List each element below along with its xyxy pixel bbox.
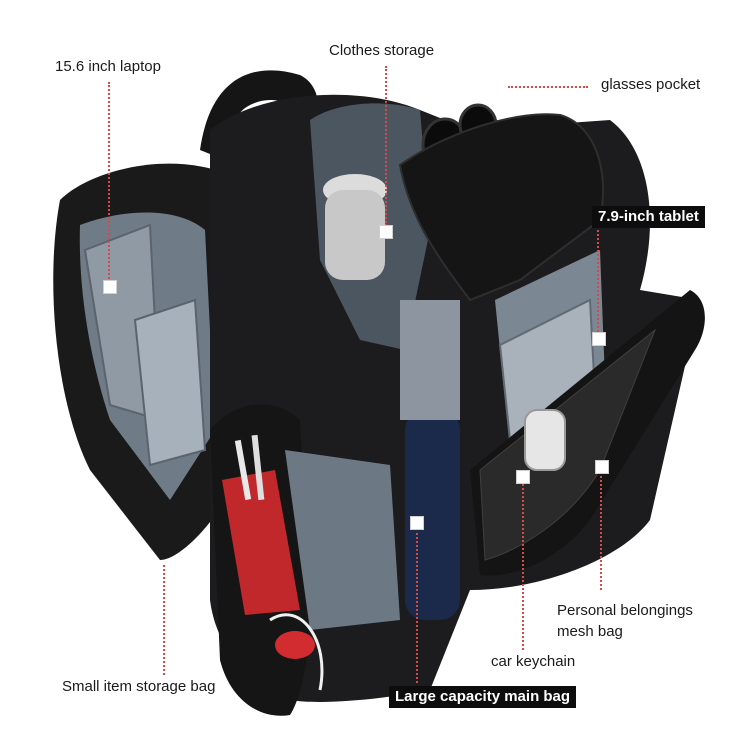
car-key: [524, 409, 566, 471]
leader-mesh: [600, 472, 602, 590]
label-mesh-line2: mesh bag: [557, 623, 623, 640]
label-keychain: car keychain: [491, 653, 576, 670]
bottle-body: [325, 190, 385, 280]
marker-main-bag: [410, 516, 424, 530]
top-handle: [200, 70, 318, 160]
leader-tablet: [597, 230, 599, 340]
laptop-screen: [133, 298, 207, 467]
label-small-bag: Small item storage bag: [62, 678, 216, 695]
label-tablet: 7.9-inch tablet: [592, 206, 705, 228]
leader-glasses: [508, 86, 588, 88]
leader-clothes: [385, 66, 387, 226]
leader-main-bag: [416, 528, 418, 683]
center-divider: [400, 300, 460, 420]
marker-laptop: [103, 280, 117, 294]
umbrella: [405, 410, 460, 620]
label-mesh-bag: Personal belongings mesh bag: [557, 600, 727, 642]
leader-keychain: [522, 480, 524, 650]
leader-laptop: [108, 82, 110, 282]
marker-clothes: [379, 225, 393, 239]
label-laptop: 15.6 inch laptop: [55, 58, 161, 75]
earphone-case: [275, 631, 315, 659]
label-main-bag: Large capacity main bag: [389, 686, 577, 708]
label-glasses: glasses pocket: [601, 76, 701, 93]
pen-1: [234, 439, 252, 501]
label-clothes: Clothes storage: [329, 42, 435, 59]
marker-mesh: [595, 460, 609, 474]
red-mesh-pocket: [222, 470, 300, 615]
leader-small-bag: [163, 565, 165, 675]
pen-2: [251, 434, 265, 501]
earphone-cable: [269, 613, 324, 691]
marker-keychain: [516, 470, 530, 484]
inner-pocket: [285, 450, 400, 630]
label-mesh-line1: Personal belongings: [557, 602, 693, 619]
marker-tablet: [592, 332, 606, 346]
glasses-pocket-flap: [398, 113, 604, 302]
